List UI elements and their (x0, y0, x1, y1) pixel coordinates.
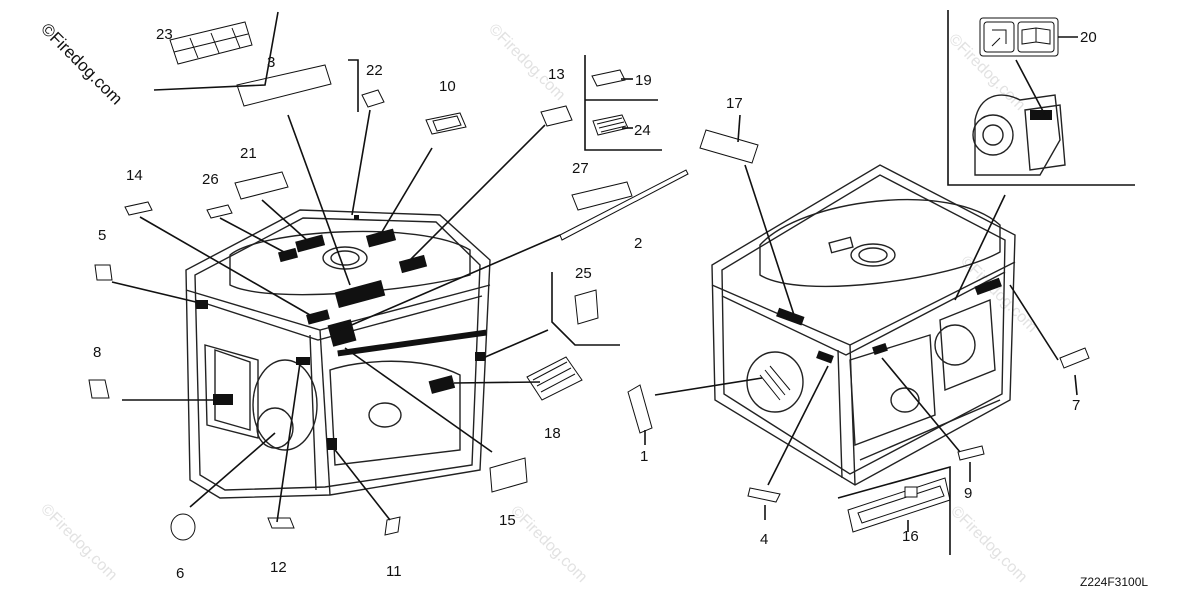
loose-labels-left (88, 21, 689, 541)
callout-14: 14 (126, 167, 143, 184)
callout-7: 7 (1072, 397, 1080, 414)
callout-2: 2 (634, 235, 642, 252)
faint-watermark: ©Firedog.com (957, 253, 1040, 336)
callout-11: 11 (386, 563, 402, 580)
faint-watermark: ©Firedog.com (947, 503, 1030, 586)
inset-detail (947, 10, 1135, 301)
callout-1: 1 (640, 448, 648, 465)
callout-22: 22 (366, 62, 383, 79)
callout-15: 15 (499, 512, 516, 529)
callout-4: 4 (760, 531, 768, 548)
diagram-code: Z224F3100L (1080, 575, 1148, 589)
callout-20: 20 (1080, 29, 1097, 46)
faint-watermark: ©Firedog.com (485, 21, 568, 104)
callout-8: 8 (93, 344, 101, 361)
generator-right (711, 164, 1016, 486)
callout-26: 26 (202, 171, 219, 188)
loose-labels-right (627, 129, 1090, 533)
callout-13: 13 (548, 66, 565, 83)
leader-lines-left (111, 11, 662, 523)
faint-watermark: ©Firedog.com (507, 503, 590, 586)
callout-23: 23 (156, 26, 173, 43)
callout-19: 19 (635, 72, 652, 89)
callout-12: 12 (270, 559, 287, 576)
callout-24: 24 (634, 122, 651, 139)
callout-numbers: 1 2 3 4 5 6 7 8 9 10 11 12 13 14 15 16 1… (93, 26, 1097, 582)
callout-10: 10 (439, 78, 456, 95)
callout-27: 27 (572, 160, 589, 177)
site-watermark: ©Firedog.com (37, 19, 126, 108)
callout-21: 21 (240, 145, 257, 162)
callout-25: 25 (575, 265, 592, 282)
callout-3: 3 (267, 54, 275, 71)
callout-5: 5 (98, 227, 106, 244)
callout-18: 18 (544, 425, 561, 442)
faint-watermark: ©Firedog.com (37, 501, 120, 584)
leader-lines-right (644, 114, 1078, 555)
callout-17: 17 (726, 95, 743, 112)
callout-9: 9 (964, 485, 972, 502)
callout-6: 6 (176, 565, 184, 582)
callout-16: 16 (902, 528, 919, 545)
generator-left (185, 209, 491, 499)
